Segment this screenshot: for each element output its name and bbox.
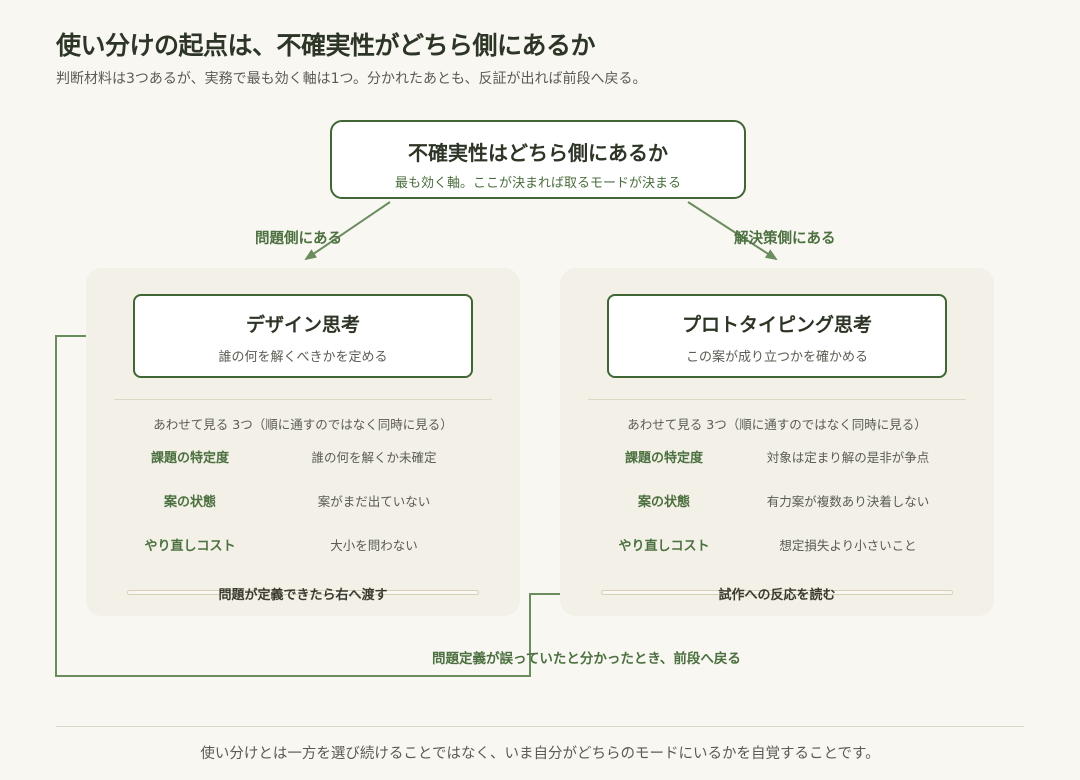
- feedback-loop-label: 問題定義が誤っていたと分かったとき、前段へ戻る: [432, 651, 741, 667]
- prototyping-thinking-subtitle: この案が成り立つかを確かめる: [685, 350, 868, 365]
- right-criterion-label: 課題の特定度: [624, 451, 703, 466]
- left-branch-arrow: [304, 201, 391, 261]
- left-criterion-label: 案の状態: [163, 495, 216, 510]
- left-branch-label: 問題側にある: [255, 231, 342, 247]
- design-thinking-subtitle: 誰の何を解くべきかを定める: [218, 350, 388, 365]
- page-title: 使い分けの起点は、不確実性がどちら側にあるか: [56, 31, 596, 60]
- left-criterion-label: やり直しコスト: [144, 539, 236, 554]
- right-footer-text: 試作への反応を読む: [718, 588, 836, 603]
- right-criteria-caption: あわせて見る 3つ（順に通すのではなく同時に見る）: [627, 417, 927, 432]
- right-criterion-value: 有力案が複数あり決着しない: [766, 494, 930, 509]
- design-thinking-card: デザイン思考 誰の何を解くべきかを定める: [133, 294, 473, 378]
- design-thinking-title: デザイン思考: [245, 314, 360, 336]
- left-footer-bar: [127, 590, 479, 595]
- left-criterion-value: 案がまだ出ていない: [317, 494, 431, 509]
- root-subtitle: 最も効く軸。ここが決まれば取るモードが決まる: [394, 176, 681, 191]
- left-criterion-value: 誰の何を解くか未確定: [311, 450, 437, 465]
- feedback-loop-arrow: [55, 331, 596, 677]
- bottom-note: 使い分けとは一方を選び続けることではなく、いま自分がどちらのモードにいるかを自覚…: [200, 746, 880, 762]
- prototyping-thinking-card: プロトタイピング思考 この案が成り立つかを確かめる: [607, 294, 947, 378]
- right-criterion-label: 案の状態: [637, 495, 690, 510]
- page-subtitle: 判断材料は3つあるが、実務で最も効く軸は1つ。分かれたあとも、反証が出れば前段へ…: [56, 71, 647, 87]
- left-criteria-caption: あわせて見る 3つ（順に通すのではなく同時に見る）: [153, 417, 453, 432]
- left-footer-text: 問題が定義できたら右へ渡す: [218, 588, 388, 603]
- right-criterion-value: 対象は定まり解の是非が争点: [766, 450, 930, 465]
- bottom-divider: [56, 726, 1024, 727]
- right-criterion-value: 想定損失より小さいこと: [779, 538, 917, 553]
- right-branch-label: 解決策側にある: [734, 231, 836, 247]
- root-title: 不確実性はどちら側にあるか: [408, 141, 668, 165]
- right-footer-bar: [601, 590, 953, 595]
- prototyping-thinking-title: プロトタイピング思考: [681, 314, 872, 336]
- right-divider: [588, 399, 966, 400]
- left-divider: [114, 399, 492, 400]
- right-branch-arrow: [687, 201, 778, 261]
- left-criterion-value: 大小を問わない: [330, 538, 418, 553]
- left-criterion-label: 課題の特定度: [150, 451, 229, 466]
- root-question-box: 不確実性はどちら側にあるか 最も効く軸。ここが決まれば取るモードが決まる: [330, 120, 746, 199]
- right-criterion-label: やり直しコスト: [618, 539, 710, 554]
